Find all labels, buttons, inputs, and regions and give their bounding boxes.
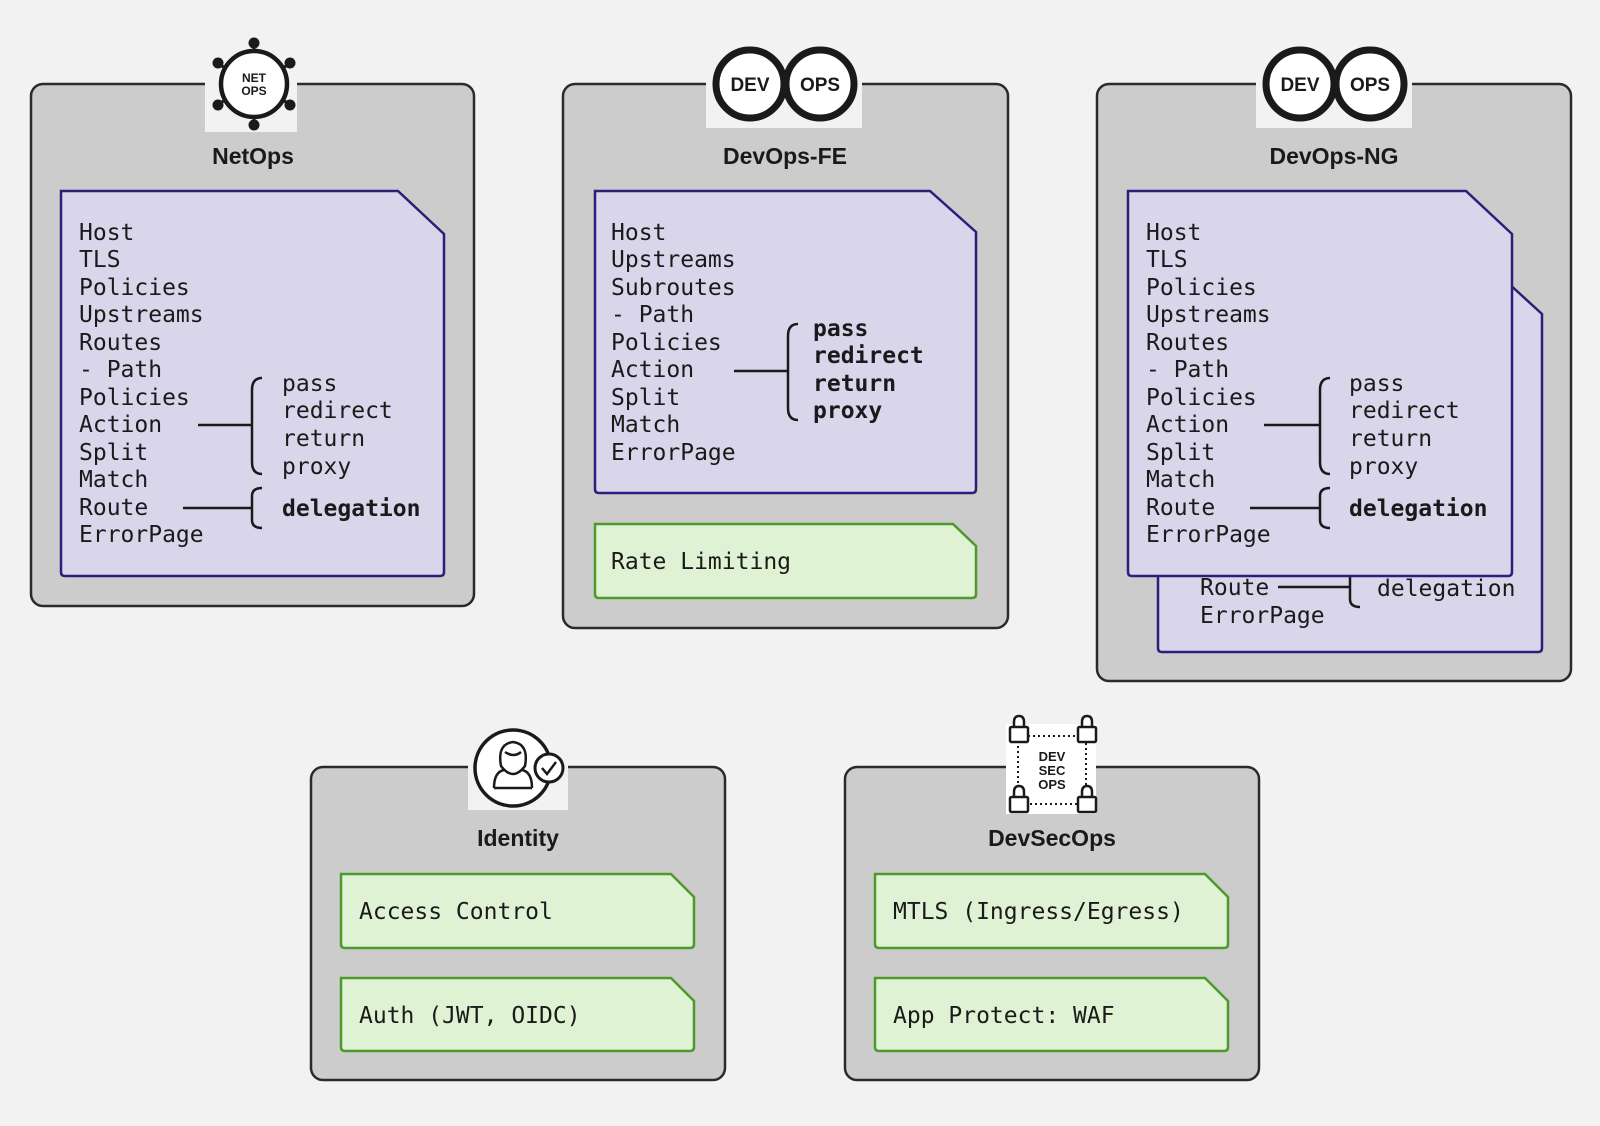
netops-icon-label-2: OPS (241, 84, 266, 98)
user-icon (492, 740, 534, 790)
devsecops-lock-icon: DEV SEC OPS (1006, 714, 1098, 814)
devops-ng-line-policies: Policies (1146, 275, 1257, 301)
dev-icon-label: DEV (1280, 75, 1319, 96)
devsecops-icon-label-1: DEV (1039, 749, 1066, 764)
devops-ng-back-route-option: delegation (1377, 576, 1515, 602)
identity-user-check-icon (468, 726, 568, 810)
check-icon (533, 752, 565, 784)
devops-ng-line-host: Host (1146, 220, 1201, 246)
devops-ng-line-split: Split (1146, 440, 1215, 466)
devops-ng-route-option: delegation (1349, 496, 1487, 522)
policy-card-auth (339, 976, 696, 1053)
devops-fe-line-path-policies: Policies (611, 330, 722, 356)
devops-ng-line-tls: TLS (1146, 247, 1188, 273)
netops-line-tls: TLS (79, 247, 121, 273)
netops-action-option: redirect (282, 398, 393, 424)
devops-ng-line-errorpage: ErrorPage (1146, 522, 1271, 548)
policy-card-mtls (873, 872, 1230, 950)
dev-icon-label: DEV (730, 75, 769, 96)
ops-icon-label: OPS (1350, 75, 1390, 96)
devops-ng-line-match: Match (1146, 467, 1215, 493)
netops-line-routes: Routes (79, 330, 162, 356)
devops-ng-line-path: - Path (1146, 357, 1229, 383)
netops-line-route: Route (79, 495, 148, 521)
devops-ng-back-line-errorpage: ErrorPage (1200, 603, 1325, 629)
team-title-identity: Identity (477, 825, 559, 851)
devops-fe-line-errorpage: ErrorPage (611, 440, 736, 466)
netops-line-policies: Policies (79, 275, 190, 301)
policy-card-rate-limiting (593, 522, 978, 600)
netops-line-path: - Path (79, 357, 162, 383)
devops-fe-line-subroutes: Subroutes (611, 275, 736, 301)
netops-line-host: Host (79, 220, 134, 246)
policy-card-access-control (339, 872, 696, 950)
devsecops-icon-label-3: OPS (1038, 777, 1066, 792)
policy-app-protect-waf: App Protect: WAF (893, 1003, 1115, 1029)
devsecops-icon-label-2: SEC (1039, 763, 1066, 778)
lock-icon (1008, 714, 1098, 814)
devops-fe-action-option: return (813, 371, 896, 397)
devops-ng-line-path-policies: Policies (1146, 385, 1257, 411)
team-title-devsecops: DevSecOps (988, 825, 1116, 851)
team-box-devops-ng: DEV OPS DevOps-NG Route ErrorPage delega… (1095, 42, 1573, 683)
team-box-devsecops: DEV SEC OPS DevSecOps MTLS (Ingress/Egre… (843, 714, 1261, 1082)
devops-ng-line-routes: Routes (1146, 330, 1229, 356)
dev-ops-icon: DEV OPS (1256, 42, 1412, 128)
devops-ng-line-action: Action (1146, 412, 1229, 438)
policy-rate-limiting: Rate Limiting (611, 549, 791, 575)
team-box-netops: NET OPS NetOps Host TLS Policies Upstrea… (29, 37, 476, 608)
devops-fe-action-option: redirect (813, 343, 924, 369)
netops-route-option: delegation (282, 496, 420, 522)
devops-fe-action-option: pass (813, 316, 868, 342)
netops-line-upstreams: Upstreams (79, 302, 204, 328)
netops-action-option: return (282, 426, 365, 452)
devops-ng-line-route: Route (1146, 495, 1215, 521)
netops-line-errorpage: ErrorPage (79, 522, 204, 548)
devops-fe-line-host: Host (611, 220, 666, 246)
devops-fe-line-upstreams: Upstreams (611, 247, 736, 273)
ops-icon-label: OPS (800, 75, 840, 96)
devops-ng-action-option: pass (1349, 371, 1404, 397)
devops-fe-action-brace (734, 322, 799, 422)
devops-ng-back-route-brace (1278, 576, 1361, 609)
policy-card-waf (873, 976, 1230, 1053)
netops-line-action: Action (79, 412, 162, 438)
devops-ng-line-upstreams: Upstreams (1146, 302, 1271, 328)
netops-line-path-policies: Policies (79, 385, 190, 411)
policy-mtls: MTLS (Ingress/Egress) (893, 899, 1184, 925)
devops-ng-action-option: proxy (1349, 454, 1418, 480)
devops-fe-line-match: Match (611, 412, 680, 438)
team-box-devops-fe: DEV OPS DevOps-FE Host Upstreams Subrout… (561, 42, 1010, 630)
dev-ops-icon: DEV OPS (706, 42, 862, 128)
netops-icon-label-1: NET (242, 71, 267, 85)
policy-auth: Auth (JWT, OIDC) (359, 1003, 581, 1029)
policy-access-control: Access Control (359, 899, 553, 925)
devops-ng-action-option: redirect (1349, 398, 1460, 424)
netops-action-option: pass (282, 371, 337, 397)
resource-card-devops-fe (593, 189, 978, 495)
devops-ng-back-line-route: Route (1200, 575, 1269, 601)
netops-line-split: Split (79, 440, 148, 466)
netops-action-option: proxy (282, 454, 351, 480)
team-box-identity: Identity Access Control Auth (JWT, OIDC) (309, 726, 727, 1082)
netops-line-match: Match (79, 467, 148, 493)
devops-fe-line-action: Action (611, 357, 694, 383)
devops-fe-line-path: - Path (611, 302, 694, 328)
devops-ng-action-brace (1250, 376, 1331, 530)
team-title-devops-ng: DevOps-NG (1269, 143, 1398, 169)
devops-fe-line-split: Split (611, 385, 680, 411)
netops-icon: NET OPS (205, 37, 297, 132)
team-title-netops: NetOps (212, 143, 294, 169)
devops-fe-action-option: proxy (813, 398, 882, 424)
team-title-devops-fe: DevOps-FE (723, 143, 847, 169)
devops-ng-action-option: return (1349, 426, 1432, 452)
netops-action-brace (183, 376, 263, 530)
